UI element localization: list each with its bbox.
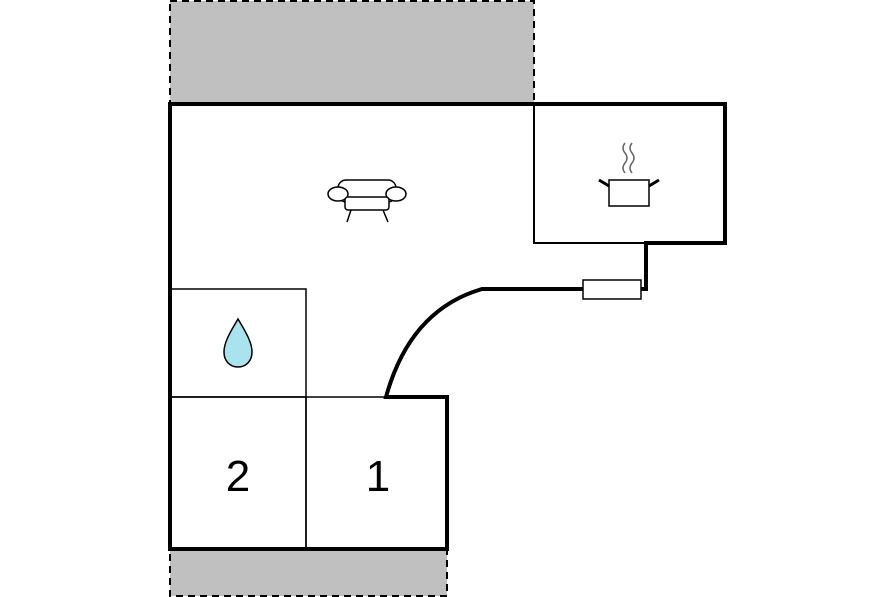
radiator-icon [582, 279, 642, 300]
terrace-bottom [169, 548, 448, 597]
sofa-icon [327, 179, 407, 223]
room-2-label: 2 [226, 452, 250, 501]
water-drop-icon [223, 317, 253, 368]
terrace-top [169, 0, 535, 105]
room-1-label: 1 [366, 452, 390, 501]
interior-floor [170, 104, 646, 549]
outer-wall-kitchen [534, 102, 727, 291]
kitchen-room [533, 103, 726, 244]
outer-wall [168, 102, 583, 551]
cooking-pot-icon [598, 142, 660, 207]
